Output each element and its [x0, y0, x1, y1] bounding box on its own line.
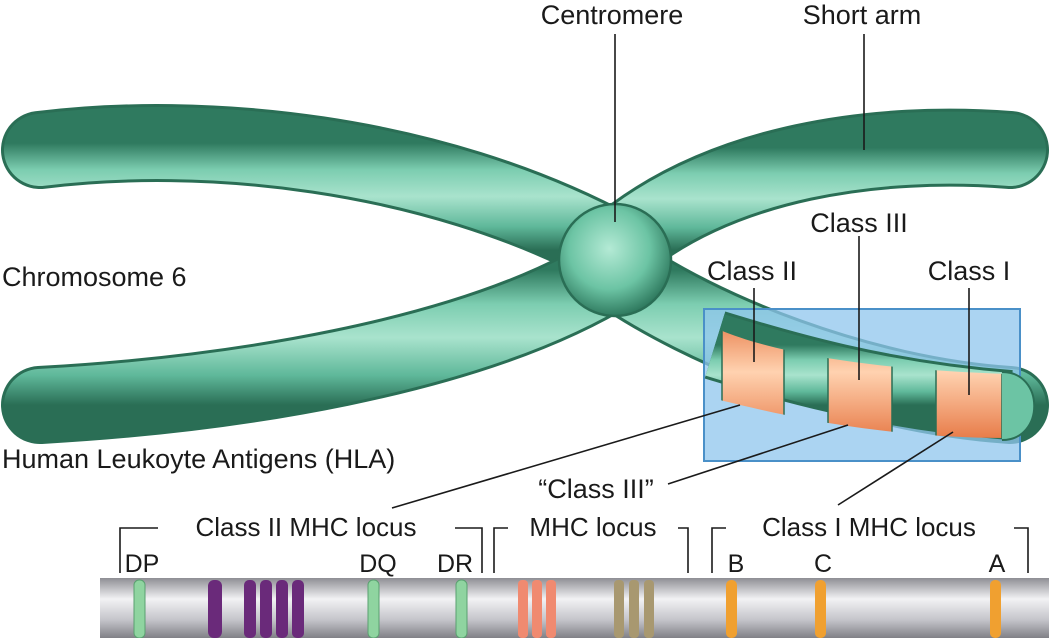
class-iii-tan-bands — [614, 580, 654, 638]
class-iii-label: Class III — [810, 208, 908, 238]
class-iii-salmon-bands — [518, 580, 556, 638]
dq-band — [367, 579, 380, 638]
dp-band — [133, 579, 146, 638]
chromosome-6-label: Chromosome 6 — [2, 262, 187, 292]
class-ii-purple-bands — [208, 580, 304, 638]
dr-band — [455, 579, 468, 638]
mhc-locus-label: MHC locus — [529, 512, 656, 542]
hla-label: Human Leukoyte Antigens (HLA) — [2, 444, 395, 474]
class-ii-mhc-locus-label: Class II MHC locus — [195, 512, 416, 542]
locus-brackets — [119, 527, 1029, 573]
gene-dq-label: DQ — [359, 550, 397, 578]
centromere-label: Centromere — [541, 0, 684, 30]
class-i-label: Class I — [928, 256, 1011, 286]
gene-dp-label: DP — [125, 550, 160, 578]
c-band — [815, 580, 826, 638]
short-arm-label: Short arm — [803, 0, 922, 30]
a-band — [990, 580, 1001, 638]
gene-dr-label: DR — [437, 550, 473, 578]
b-band — [726, 580, 737, 638]
text-labels: Centromere Short arm Chromosome 6 Human … — [2, 0, 1010, 578]
gene-map-strip — [100, 578, 1049, 638]
gene-b-label: B — [728, 550, 745, 578]
leader-lines — [391, 34, 970, 509]
class-ii-label: Class II — [707, 256, 797, 286]
class-i-mhc-locus-label: Class I MHC locus — [762, 512, 976, 542]
gene-c-label: C — [814, 550, 832, 578]
class-iii-quoted-label: “Class III” — [538, 474, 654, 504]
gene-a-label: A — [989, 550, 1006, 578]
